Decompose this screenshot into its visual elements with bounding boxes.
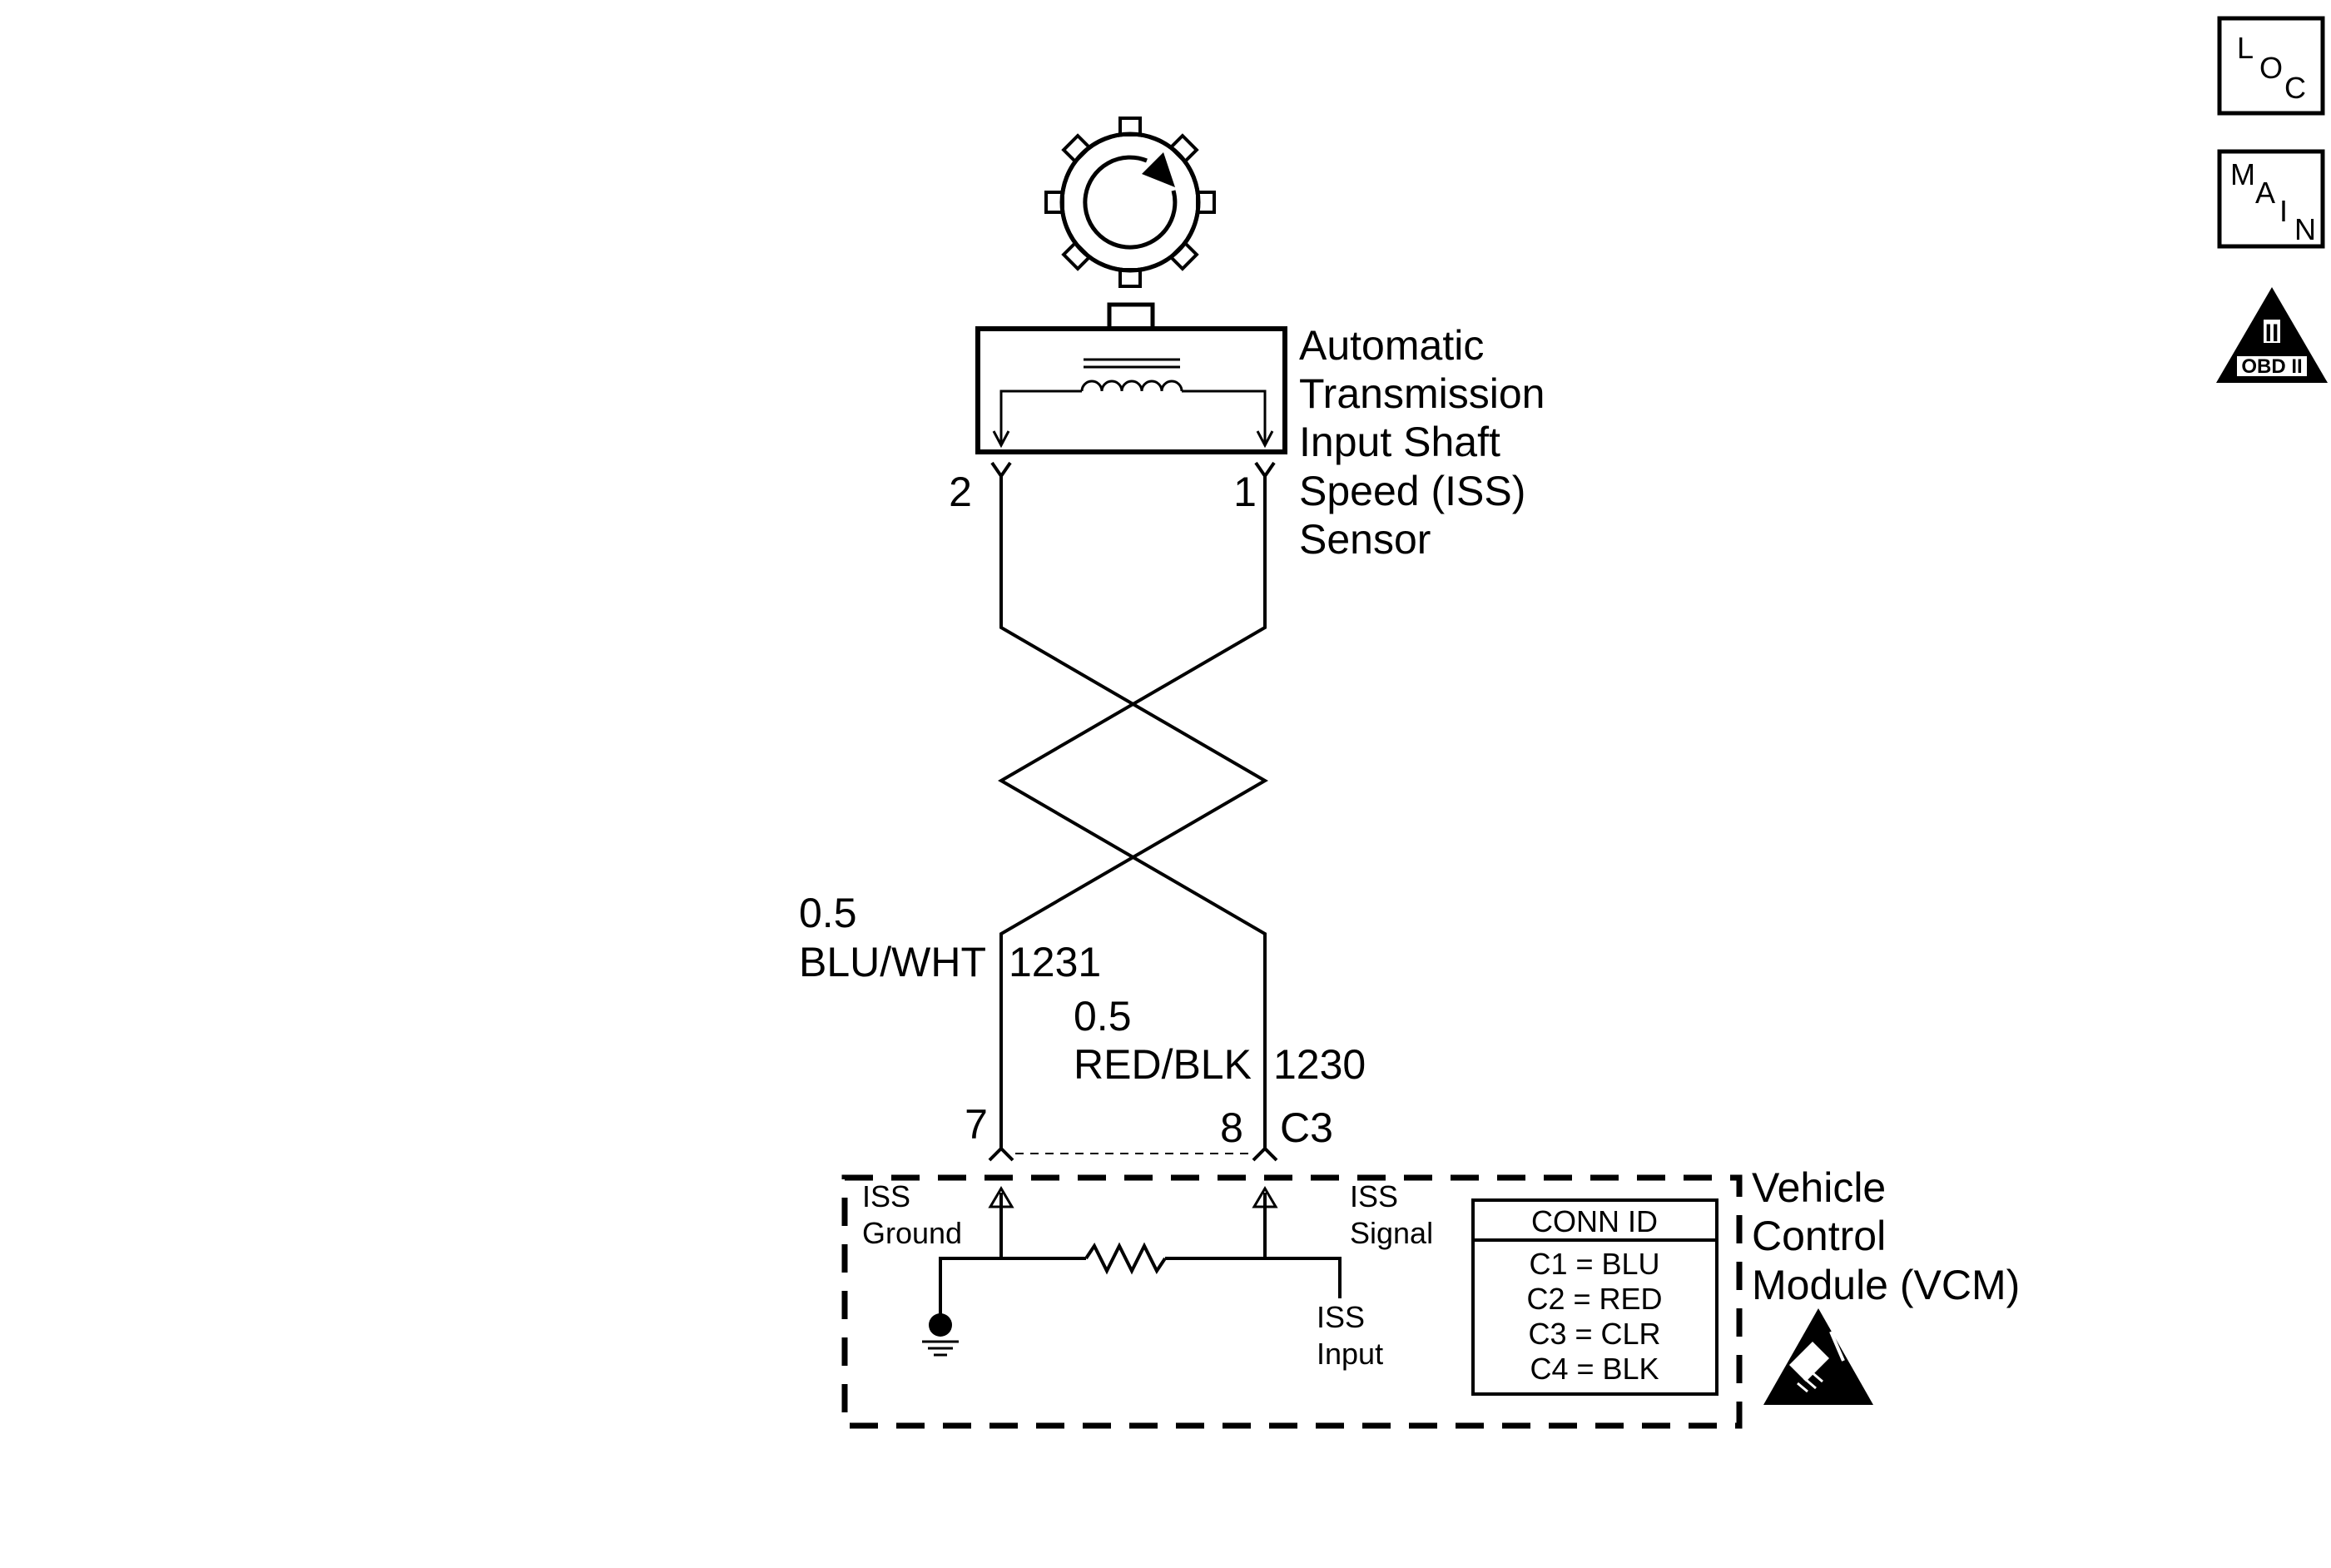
vcm-name: Vehicle Control Module (VCM) — [1752, 1164, 2020, 1308]
obd-label: OBD II — [2241, 355, 2302, 378]
main-letter-n: N — [2294, 212, 2316, 246]
vcm-pin-7-connector — [988, 1146, 1014, 1162]
wire-1230 — [998, 476, 1267, 1149]
wire-right-circuit: 1230 — [1273, 1041, 1366, 1088]
vcm-name-line-1: Vehicle — [1752, 1164, 1886, 1211]
conn-id-row: C1 = BLU — [1529, 1247, 1659, 1281]
rotation-arrow-icon — [1083, 155, 1178, 250]
obd-numeral-bg — [2264, 320, 2280, 343]
obd-label-bg — [2237, 356, 2307, 376]
vcm-pin-8-label: 8 — [1220, 1104, 1243, 1151]
vcm-boundary — [841, 1174, 1743, 1429]
sensor-name-line-1: Automatic — [1299, 322, 1484, 369]
vcm-internal-circuit — [922, 1186, 1342, 1357]
twisted-pair-wires — [998, 476, 1268, 1149]
main-button[interactable]: M A I N — [2217, 149, 2325, 249]
sensor-pin-2-connector — [990, 461, 1012, 479]
sensor-coil-icon — [992, 358, 1274, 449]
conn-id-table: CONN ID C1 = BLU C2 = RED C3 = CLR C4 = … — [1471, 1198, 1718, 1396]
sensor-pin-1-connector — [1254, 461, 1276, 479]
reluctor-wheel-icon — [1044, 117, 1216, 288]
conn-id-header: CONN ID — [1531, 1204, 1658, 1238]
obd-ii-button[interactable]: II OBD II — [2216, 287, 2328, 383]
conn-id-row: C3 = CLR — [1528, 1317, 1660, 1351]
wire-left-color: BLU/WHT — [799, 939, 986, 985]
sensor-name-line-5: Sensor — [1299, 516, 1431, 563]
loc-letter-c: C — [2284, 71, 2306, 105]
wire-left-circuit: 1231 — [1009, 939, 1101, 985]
obd-numeral: II — [2265, 320, 2279, 347]
conn-id-row: C4 = BLK — [1530, 1352, 1659, 1386]
sensor-tip — [1107, 302, 1155, 332]
connector-c3-label: C3 — [1280, 1104, 1333, 1151]
iss-signal-line-1: ISS — [1350, 1179, 1398, 1213]
ground-icon — [922, 1313, 959, 1357]
main-letter-m: M — [2230, 157, 2255, 191]
main-letter-a: A — [2255, 176, 2275, 210]
vcm-pin-7-label: 7 — [965, 1101, 988, 1148]
loc-button[interactable]: L O C — [2217, 16, 2325, 116]
wire-left-gauge: 0.5 — [799, 890, 857, 936]
wire-right-gauge: 0.5 — [1074, 993, 1132, 1040]
wire-1231 — [999, 476, 1268, 1149]
sensor-pin-2-label: 2 — [949, 469, 972, 515]
sensor-pin-1-label: 1 — [1233, 469, 1257, 515]
sensor-name-line-3: Input Shaft — [1299, 419, 1500, 465]
sensor-name: Automatic Transmission Input Shaft Speed… — [1299, 322, 1545, 563]
esd-warning-icon — [1763, 1308, 1873, 1405]
iss-signal-line-2: Signal — [1350, 1216, 1433, 1250]
sensor-name-line-4: Speed (ISS) — [1299, 468, 1525, 514]
iss-ground-line-2: Ground — [862, 1216, 962, 1250]
iss-ground-line-1: ISS — [862, 1179, 910, 1213]
resistor-icon — [1084, 1242, 1167, 1275]
iss-sensor — [975, 302, 1287, 479]
main-letter-i: I — [2279, 194, 2288, 228]
iss-input-line-1: ISS — [1317, 1300, 1365, 1334]
vcm-name-line-2: Control — [1752, 1213, 1886, 1259]
vcm-pin-8-connector — [1252, 1146, 1278, 1162]
iss-input-line-2: Input — [1317, 1337, 1383, 1371]
loc-letter-l: L — [2237, 31, 2254, 65]
loc-letter-o: O — [2259, 51, 2283, 85]
sensor-name-line-2: Transmission — [1299, 370, 1545, 417]
wire-right-color: RED/BLK — [1074, 1041, 1252, 1088]
conn-id-row: C2 = RED — [1526, 1282, 1662, 1316]
vcm-name-line-3: Module (VCM) — [1752, 1262, 2020, 1308]
